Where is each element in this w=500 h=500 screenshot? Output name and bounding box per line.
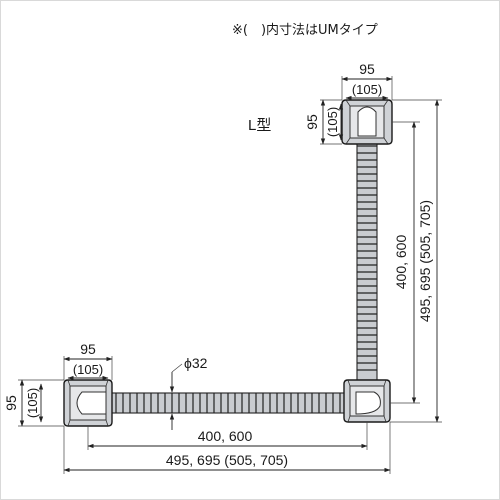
left-wall-mount	[63, 379, 113, 427]
horizontal-dimensions: 400, 600 495, 695 (505, 705)	[63, 422, 391, 474]
um-type-note: ※( )内寸法はUMタイプ	[232, 22, 378, 38]
left-mount-height-um: (105)	[25, 388, 40, 418]
horizontal-bar-ribs	[115, 393, 341, 413]
horizontal-outer-length: 495, 695 (505, 705)	[166, 452, 288, 468]
top-mount-width: 95	[359, 61, 375, 77]
vertical-inner-length: 400, 600	[393, 235, 409, 290]
type-label: L型	[248, 117, 271, 134]
vertical-dimensions: 400, 600 495, 695 (505, 705)	[390, 99, 442, 423]
top-mount-height-um: (105)	[325, 107, 340, 137]
corner-wall-mount	[343, 379, 391, 423]
left-mount-height: 95	[3, 395, 19, 411]
horizontal-inner-length: 400, 600	[198, 428, 253, 444]
top-mount-dimensions: 95 (105) 95 (105)	[304, 61, 393, 145]
top-mount-width-um: (105)	[352, 82, 382, 97]
left-mount-width: 95	[80, 341, 96, 357]
left-mount-dimensions: 95 (105) 95 (105)	[3, 341, 113, 427]
left-mount-width-um: (105)	[73, 362, 103, 377]
top-mount-height: 95	[304, 114, 320, 130]
diameter-callout: ϕ32	[169, 355, 208, 430]
bar-diameter: ϕ32	[184, 355, 208, 371]
vertical-bar-ribs	[357, 145, 377, 371]
vertical-bar	[356, 139, 378, 381]
top-wall-mount	[341, 99, 393, 145]
vertical-outer-length: 495, 695 (505, 705)	[417, 200, 433, 322]
horizontal-bar	[109, 392, 351, 414]
